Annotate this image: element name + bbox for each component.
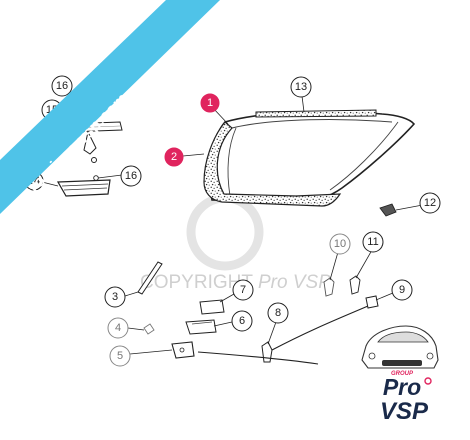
- part-clip-12: [379, 203, 397, 217]
- callout-5: 5: [109, 345, 131, 367]
- callout-label: 6: [239, 315, 245, 327]
- callout-2: 2: [164, 147, 184, 167]
- callout-label: 4: [115, 322, 121, 334]
- logo-line1: Pro: [383, 374, 421, 400]
- callout-9: 9: [391, 279, 413, 301]
- callout-12: 12: [419, 192, 441, 214]
- copyright-watermark: COPYRIGHT Pro VSP: [140, 193, 331, 293]
- callout-3: 3: [104, 286, 126, 308]
- callout-6: 6: [231, 310, 253, 332]
- callout-label: 3: [112, 291, 118, 303]
- part-hood-strip: [255, 109, 377, 118]
- callout-4: 4: [107, 317, 129, 339]
- callout-13: 13: [290, 76, 312, 98]
- callout-label: 7: [240, 284, 246, 296]
- part-buffers: [323, 275, 361, 297]
- callout-label: 11: [367, 236, 378, 248]
- callout-label: 8: [275, 307, 281, 319]
- watermark-copyright-text: COPYRIGHT: [140, 272, 253, 293]
- part-prop-rod: [137, 261, 163, 295]
- callout-label: 5: [117, 350, 123, 362]
- callout-16-bottom: 16: [120, 165, 142, 187]
- callout-11: 11: [362, 231, 384, 253]
- part-grille: [56, 175, 111, 197]
- part-latch: [171, 341, 195, 359]
- part-release-cable: [197, 295, 379, 365]
- callout-label: 9: [399, 284, 405, 296]
- part-hood-insulation: [203, 121, 342, 207]
- callout-label: 1: [207, 97, 213, 109]
- callout-10: 10: [329, 233, 351, 255]
- logo-dot: [424, 377, 432, 385]
- part-hood: [208, 110, 416, 203]
- part-bumper-4: [143, 323, 155, 335]
- logo-badge: GROUP: [391, 371, 414, 377]
- watermark-ring: [186, 193, 264, 271]
- callout-16-top: 16: [51, 75, 73, 97]
- part-lever-8: [261, 341, 273, 363]
- callout-label: 16: [56, 80, 68, 92]
- callout-label: 12: [424, 197, 436, 209]
- watermark-brand-text: Pro VSP: [258, 272, 331, 293]
- callout-label: 16: [125, 170, 137, 182]
- callout-8: 8: [267, 302, 289, 324]
- callout-1: 1: [200, 93, 220, 113]
- part-bracket-6: [185, 319, 217, 335]
- callout-7: 7: [232, 279, 254, 301]
- logo-line2: VSP: [380, 398, 429, 425]
- callout-label: 10: [334, 238, 346, 250]
- callout-label: 13: [295, 81, 307, 93]
- banner-ribbon: [0, 0, 220, 214]
- part-bracket-7: [199, 299, 225, 315]
- callout-label: 2: [171, 151, 177, 163]
- provsp-logo: GROUP Pro VSP: [361, 325, 439, 425]
